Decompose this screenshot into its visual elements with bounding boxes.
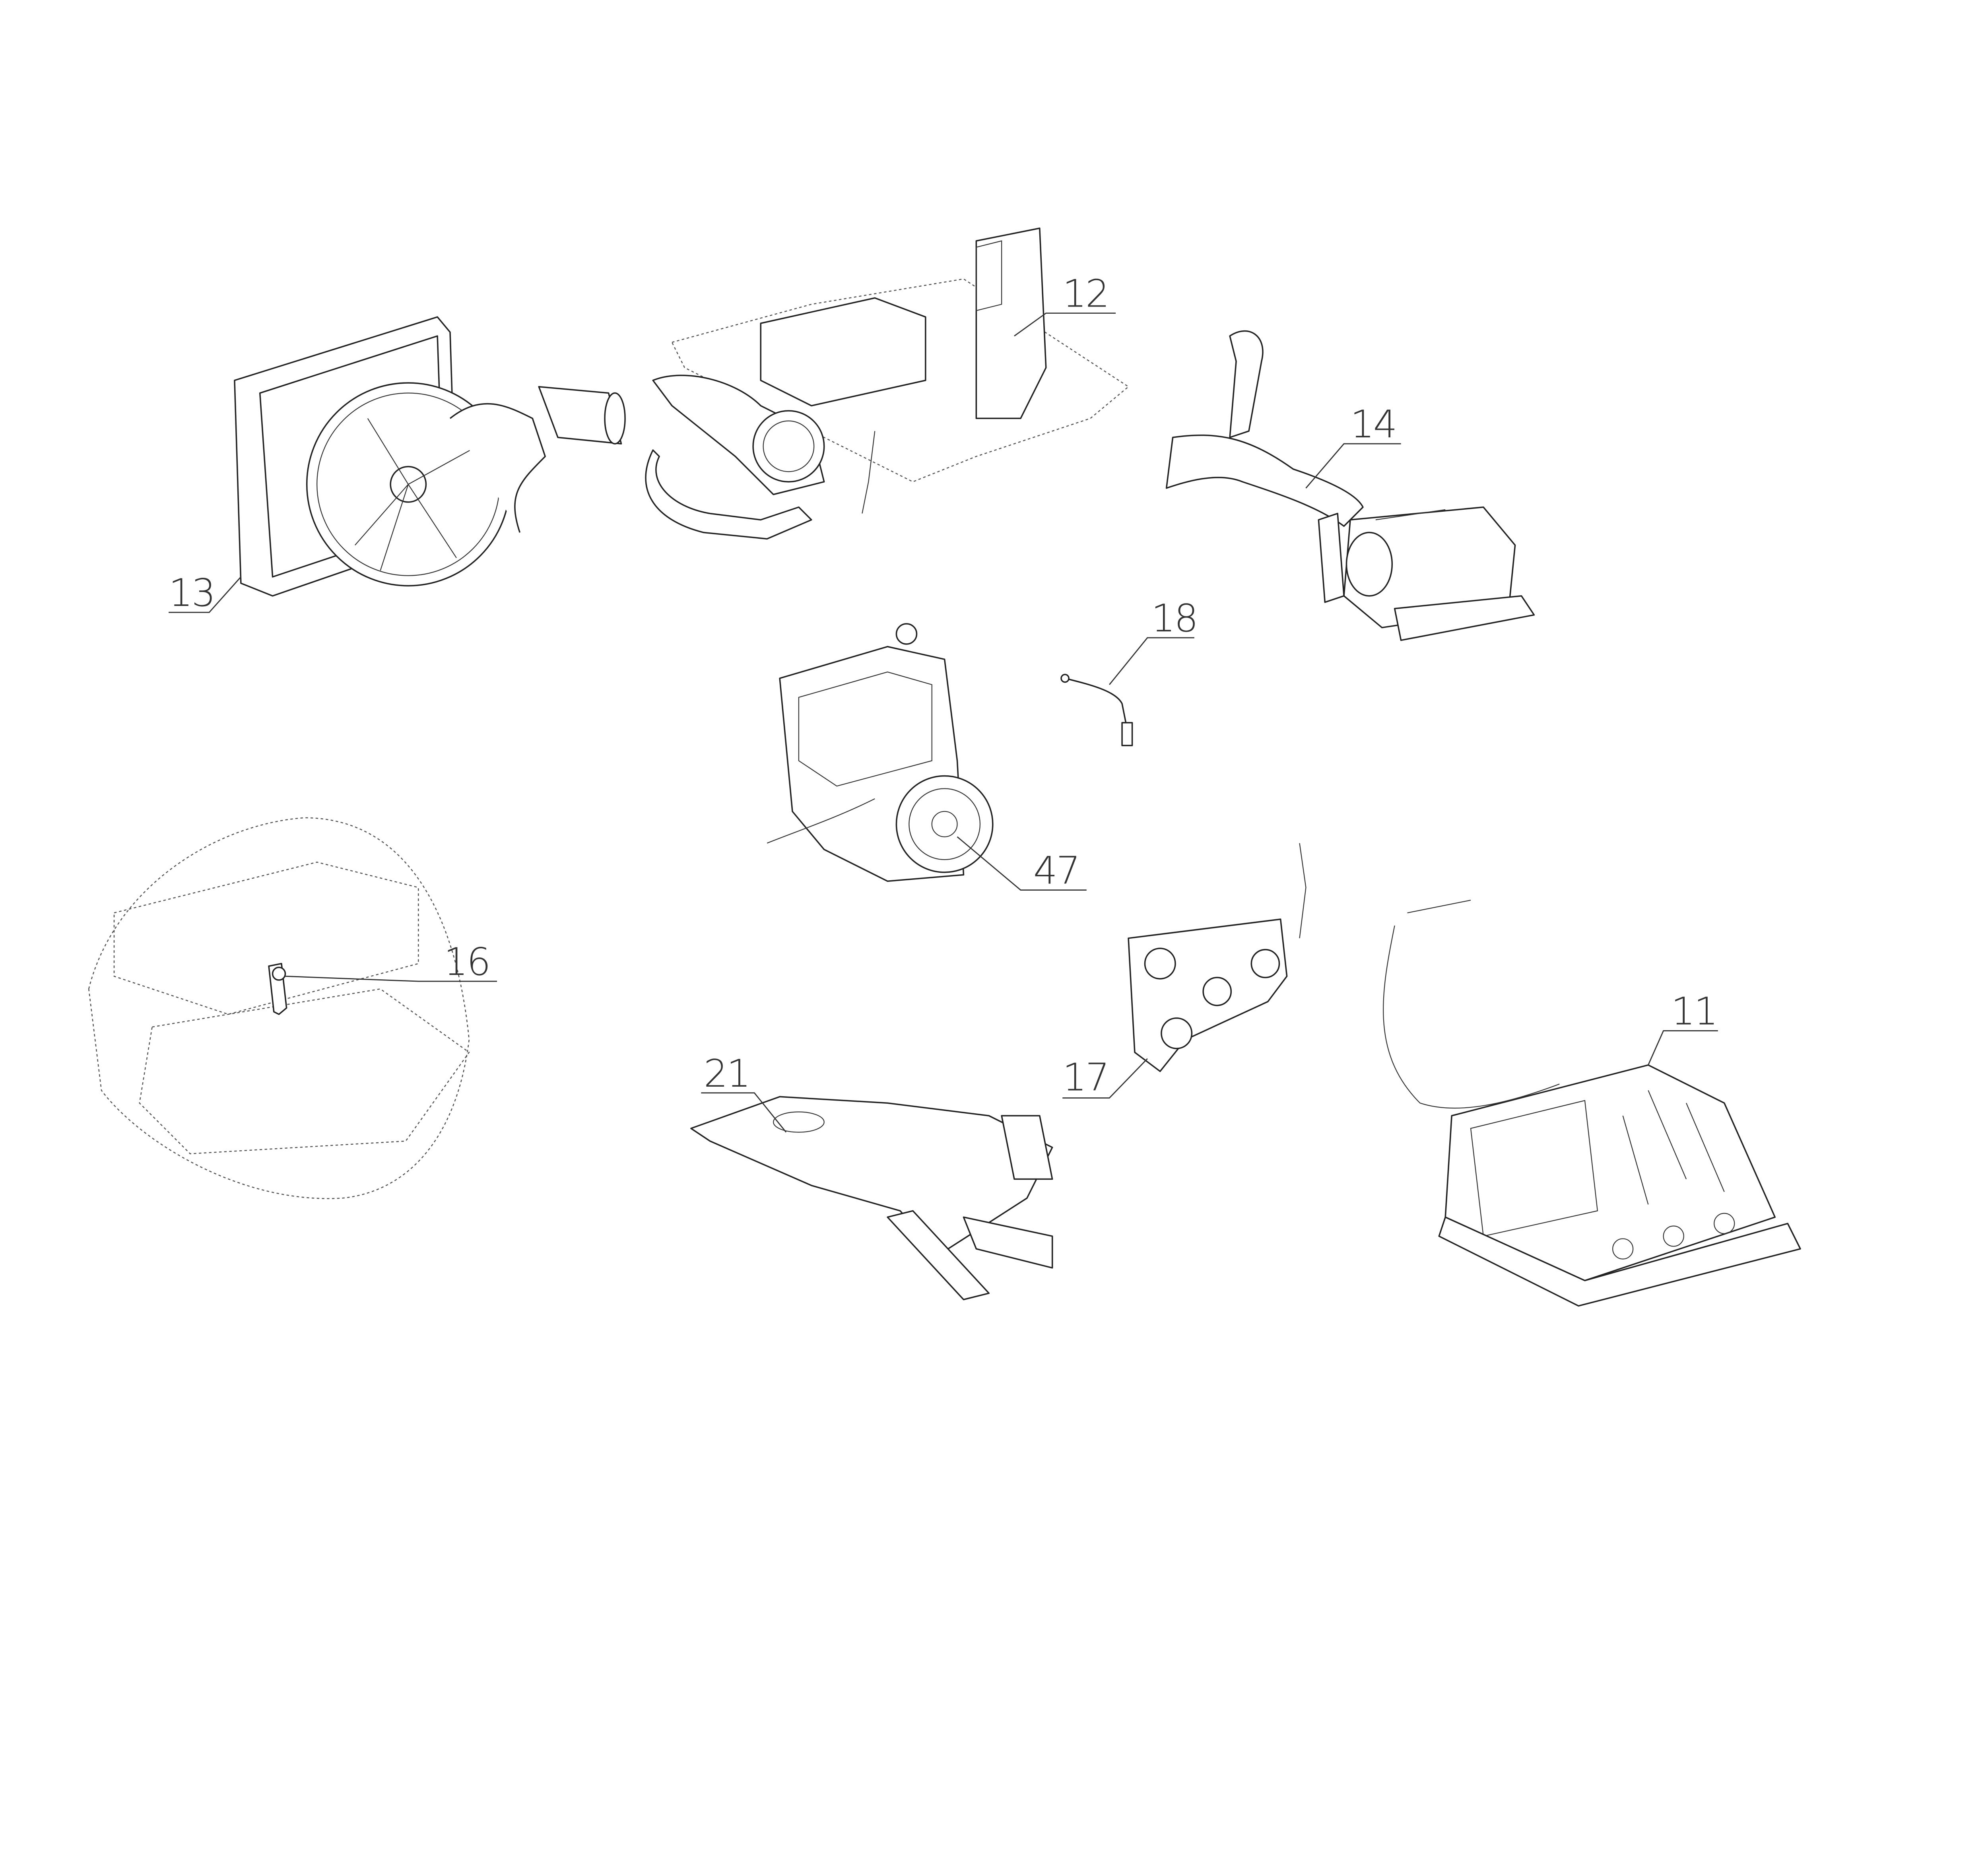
callout-label-18: 18 xyxy=(1151,596,1197,641)
callout-label-14: 14 xyxy=(1350,402,1396,447)
engine-assembly xyxy=(767,623,994,882)
callout-label-21: 21 xyxy=(704,1051,749,1096)
engine-subframe-part xyxy=(690,1096,1053,1301)
callout-16: 16 xyxy=(285,940,497,984)
callout-13: 13 xyxy=(169,571,241,615)
callout-17: 17 xyxy=(1062,1055,1148,1099)
callout-18: 18 xyxy=(1109,596,1198,685)
detail-view xyxy=(88,817,470,1199)
air-intake-frame-assembly xyxy=(645,227,1130,540)
callout-label-11: 11 xyxy=(1671,989,1717,1034)
callout-47: 47 xyxy=(957,836,1087,893)
callout-label-12: 12 xyxy=(1062,272,1108,316)
callout-21: 21 xyxy=(701,1051,787,1133)
callout-14: 14 xyxy=(1305,402,1401,489)
cover-plate-part xyxy=(1128,843,1307,1072)
exhaust-muffler-assembly xyxy=(1165,330,1535,641)
callout-11: 11 xyxy=(1648,989,1718,1066)
hose-part xyxy=(1060,674,1133,746)
callout-label-47: 47 xyxy=(1033,848,1079,893)
radiator-fan-assembly xyxy=(234,316,626,597)
callout-label-16: 16 xyxy=(444,940,489,984)
callout-12: 12 xyxy=(1014,272,1116,337)
parts-diagram: 12 13 14 18 47 16 17 21 11 xyxy=(88,227,1801,1307)
fuel-tank-assembly xyxy=(1383,899,1801,1307)
callout-label-17: 17 xyxy=(1062,1055,1108,1099)
callout-label-13: 13 xyxy=(169,571,214,615)
